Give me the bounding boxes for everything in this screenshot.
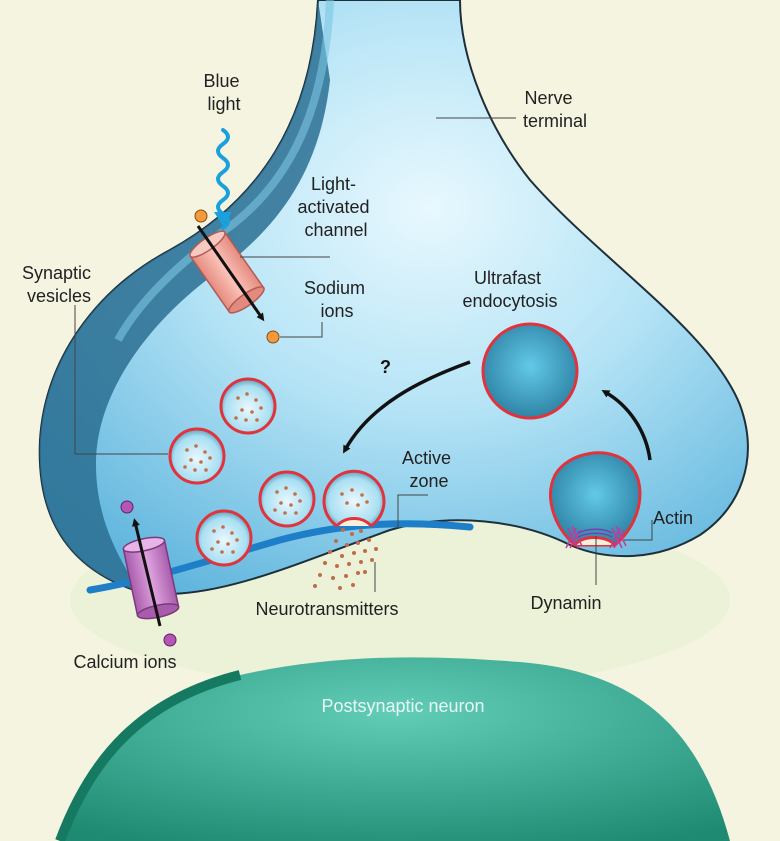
postsynaptic-neuron-edge	[55, 670, 242, 841]
active-zone-label: Active zone	[402, 448, 456, 491]
fusing-vesicle	[322, 469, 386, 528]
calcium-ion-inside	[120, 500, 134, 514]
synaptic-vesicles-label: Synaptic vesicles	[22, 263, 96, 306]
sodium-flux-arrow	[196, 225, 265, 322]
calcium-flux-arrow	[132, 518, 162, 627]
postsynaptic-neuron-label: Postsynaptic neuron	[321, 696, 484, 716]
calcium-channel	[122, 536, 180, 620]
calcium-ions-label: Calcium ions	[73, 652, 176, 672]
nerve-terminal-label: Nerve terminal	[523, 88, 587, 131]
sodium-ions-leader	[280, 322, 323, 338]
synaptic-vesicle	[258, 470, 316, 528]
active-zone-leader	[397, 494, 428, 528]
synaptic-vesicles-leader	[74, 305, 168, 455]
terminal-membrane	[39, 0, 330, 592]
question-mark: ?	[380, 357, 391, 377]
blue-light-label: Blue light	[203, 71, 244, 114]
pit-to-vesicle-arrow	[601, 390, 652, 461]
sodium-ion-outside	[194, 209, 208, 223]
dynamin-ring	[565, 525, 627, 549]
neurotransmitters-label: Neurotransmitters	[255, 599, 398, 619]
vesicle-recycling-arrow	[343, 360, 471, 454]
light-activated-channel-label: Light- activated channel	[297, 174, 374, 240]
synaptic-vesicle	[195, 509, 253, 567]
blue-light-arrowhead	[214, 212, 232, 226]
actin-leader	[624, 520, 653, 541]
postsynaptic-neuron	[60, 657, 730, 841]
synaptic-vesicle	[168, 427, 226, 485]
endocytic-pit	[549, 451, 642, 547]
dynamin-label: Dynamin	[530, 593, 601, 613]
endocytic-vesicle	[481, 322, 579, 420]
calcium-ion-outside	[163, 633, 177, 647]
neurotransmitter-cloud	[313, 528, 378, 590]
synaptic-vesicle	[219, 377, 277, 435]
ultrafast-endocytosis-label: Ultrafast endocytosis	[462, 268, 557, 311]
sodium-ions-label: Sodium ions	[304, 278, 370, 321]
sodium-ion-inside	[266, 330, 280, 344]
terminal-membrane-inner	[114, 0, 334, 342]
actin-label: Actin	[653, 508, 693, 528]
